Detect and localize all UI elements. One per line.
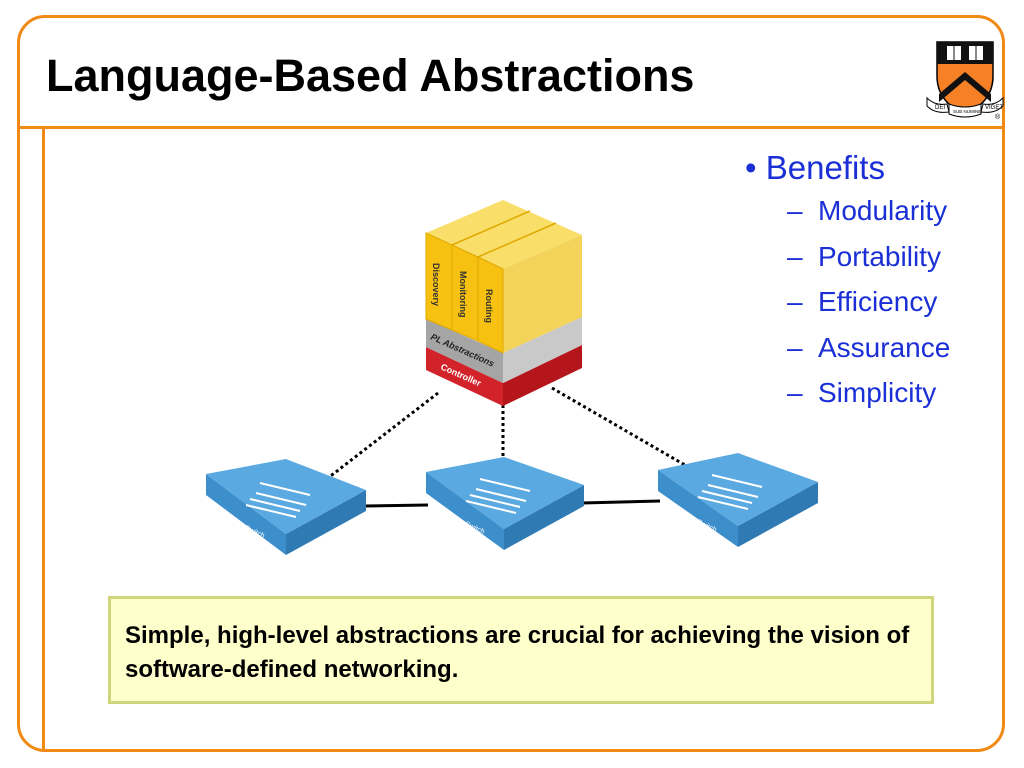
link-left-middle bbox=[364, 503, 429, 508]
logo-registered-mark: ® bbox=[995, 113, 1001, 120]
openflow-switch-right: OpenFlow Switch bbox=[658, 453, 818, 547]
switch-arrows-icon bbox=[245, 482, 311, 518]
sub-bullet-portability: Portability bbox=[745, 234, 1005, 280]
benefits-list: • Benefits Modularity Portability Effici… bbox=[745, 148, 1005, 416]
logo-motto-left: DEI bbox=[935, 105, 945, 111]
app-label-discovery: Discovery bbox=[431, 263, 441, 306]
app-label-routing: Routing bbox=[484, 289, 494, 323]
sub-bullet-label: Modularity bbox=[818, 195, 948, 226]
title-divider bbox=[17, 126, 1005, 129]
benefits-sublist: Modularity Portability Efficiency Assura… bbox=[745, 188, 1005, 416]
switch-arrows-icon bbox=[697, 474, 763, 510]
controller-stack: Discovery Monitoring Routing PL Abstract… bbox=[425, 200, 582, 406]
sub-bullet-modularity: Modularity bbox=[745, 188, 1005, 234]
princeton-shield-logo: DEI SUB NUMINE VIGET ® bbox=[926, 41, 1004, 120]
sub-bullet-label: Portability bbox=[818, 240, 941, 272]
app-label-monitoring: Monitoring bbox=[458, 271, 468, 318]
bullet-benefits-label: Benefits bbox=[765, 149, 885, 186]
sub-bullet-simplicity: Simplicity bbox=[745, 370, 1005, 416]
left-divider bbox=[42, 129, 45, 752]
switch-arrows-icon bbox=[465, 478, 531, 514]
control-link-left bbox=[327, 391, 439, 480]
openflow-switch-middle: OpenFlow Switch bbox=[426, 457, 584, 550]
sub-bullet-label: Efficiency bbox=[818, 286, 938, 317]
link-middle-right bbox=[581, 499, 661, 505]
slide-title: Language-Based Abstractions bbox=[46, 50, 695, 101]
summary-callout: Simple, high-level abstractions are cruc… bbox=[108, 596, 934, 704]
sdn-architecture-diagram: Discovery Monitoring Routing PL Abstract… bbox=[206, 200, 818, 555]
openflow-switch-left: OpenFlow Switch bbox=[206, 459, 366, 555]
logo-motto-right: VIGET bbox=[985, 105, 1003, 111]
sub-bullet-efficiency: Efficiency bbox=[745, 279, 1005, 325]
sub-bullet-label: Assurance bbox=[818, 331, 951, 363]
logo-motto-middle: SUB NUMINE bbox=[953, 109, 981, 114]
abstraction-layer-side bbox=[503, 317, 582, 383]
app-block-top bbox=[426, 200, 582, 269]
sub-bullet-assurance: Assurance bbox=[745, 325, 1005, 371]
controller-layer-front bbox=[426, 347, 503, 406]
app-block-side bbox=[503, 235, 582, 353]
abstraction-layer-front bbox=[426, 319, 503, 383]
controller-layer-side bbox=[503, 345, 582, 406]
app-routing-face bbox=[477, 256, 504, 354]
sub-bullet-label: Simplicity bbox=[818, 377, 937, 408]
bullet-benefits: • Benefits bbox=[745, 149, 885, 186]
control-link-right bbox=[551, 386, 691, 470]
